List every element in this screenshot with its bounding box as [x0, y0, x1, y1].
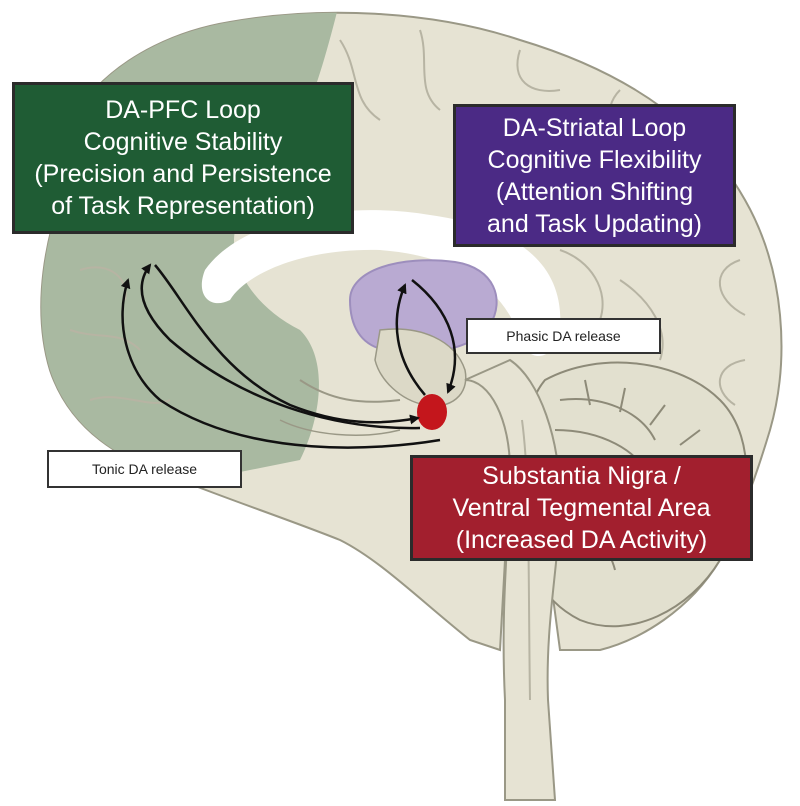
sn-box-title: Substantia Nigra / — [482, 462, 681, 490]
pfc-box-title: DA-PFC Loop — [105, 96, 261, 124]
sn-box-subtitle: Ventral Tegmental Area — [452, 494, 711, 522]
pfc-box-subtitle: Cognitive Stability — [83, 128, 283, 156]
gyri-lines — [69, 29, 746, 406]
midline-structure — [279, 419, 401, 436]
tonic-da-release-label: Tonic DA release — [47, 450, 242, 488]
pfc-box-detail-1: (Precision and Persistence — [34, 160, 332, 188]
phasic-da-release-label: Phasic DA release — [466, 318, 661, 354]
striatal-box-subtitle: Cognitive Flexibility — [487, 145, 702, 174]
midline-structure — [299, 379, 401, 403]
striatal-box-title: DA-Striatal Loop — [502, 113, 687, 142]
sn-vta-dot — [417, 394, 447, 430]
da-striatal-loop-box: DA-Striatal Loop Cognitive Flexibility (… — [453, 104, 736, 247]
thalamus — [374, 328, 467, 407]
da-pfc-loop-box: DA-PFC Loop Cognitive Stability (Precisi… — [12, 82, 354, 234]
pfc-loop-arrows — [120, 263, 441, 449]
substantia-nigra-box: Substantia Nigra / Ventral Tegmental Are… — [410, 455, 753, 561]
sn-box-detail: (Increased DA Activity) — [455, 526, 708, 554]
striatal-box-detail-1: (Attention Shifting — [495, 177, 694, 206]
striatal-loop-arrows — [395, 279, 457, 396]
pfc-box-detail-2: of Task Representation) — [51, 192, 315, 220]
striatal-box-detail-2: and Task Updating) — [487, 209, 702, 238]
